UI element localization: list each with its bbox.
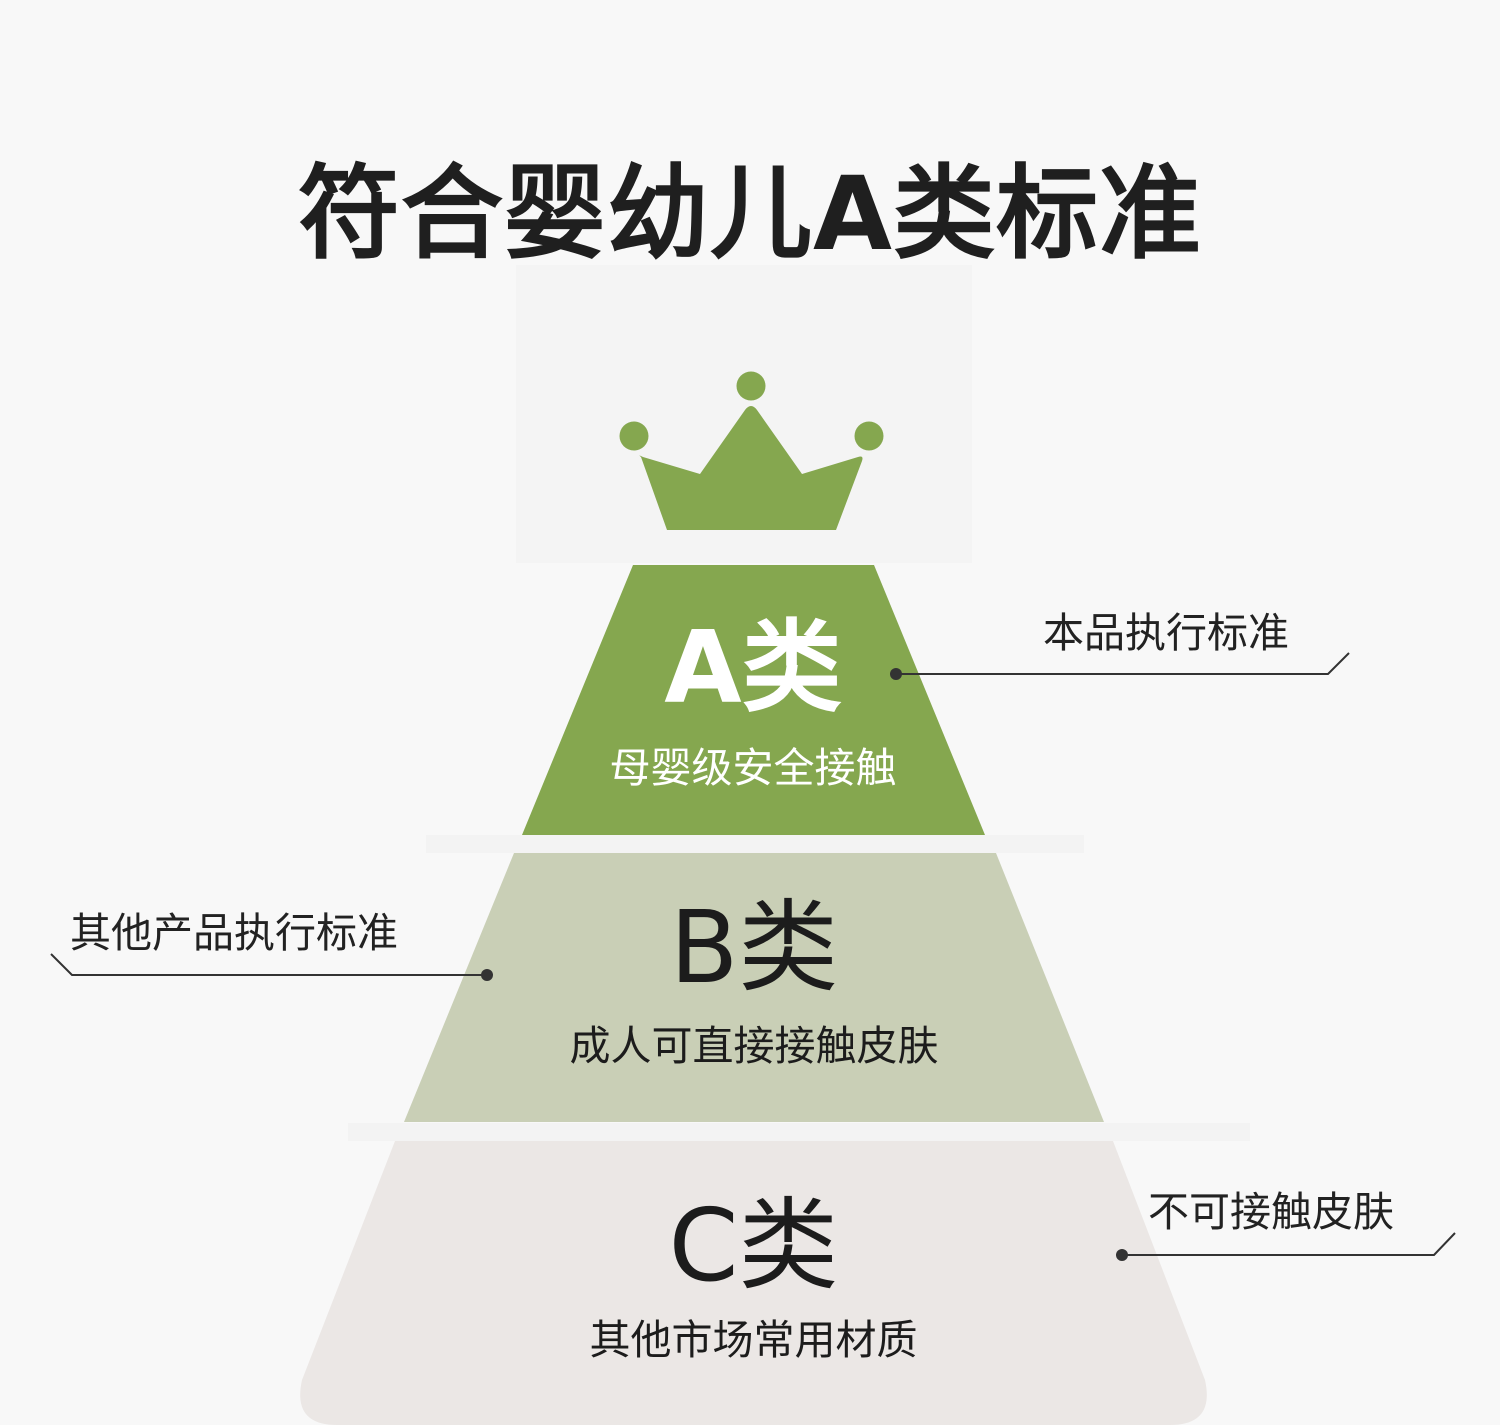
tier-c-grade: C类: [668, 1187, 839, 1304]
leader-line-a: [896, 652, 1350, 675]
tier-divider: [426, 835, 1084, 853]
tier-divider: [348, 1123, 1250, 1141]
tier-b-shape: [404, 853, 1104, 1122]
crown-icon: [619, 371, 884, 530]
callout-a-label: 本品执行标准: [1043, 609, 1289, 657]
callout-b-label: 其他产品执行标准: [70, 909, 398, 957]
leader-dot-b: [481, 969, 493, 981]
callout-c-label: 不可接触皮肤: [1148, 1188, 1394, 1236]
tier-b-description: 成人可直接接触皮肤: [569, 1022, 939, 1070]
leader-line-b: [50, 953, 487, 976]
leader-dot-c: [1116, 1249, 1128, 1261]
page-title: 符合婴幼儿A类标准: [298, 155, 1202, 274]
tier-c-shape: [300, 1141, 1207, 1425]
tier-b-grade: B类: [669, 889, 839, 1006]
tier-a-shape: [522, 565, 985, 835]
tier-a-description: 母婴级安全接触: [609, 744, 897, 792]
tier-a-grade: A类: [664, 609, 842, 726]
leader-line-c: [1122, 1232, 1456, 1256]
leader-dot-a: [890, 668, 902, 680]
tier-c-description: 其他市场常用材质: [589, 1316, 918, 1364]
